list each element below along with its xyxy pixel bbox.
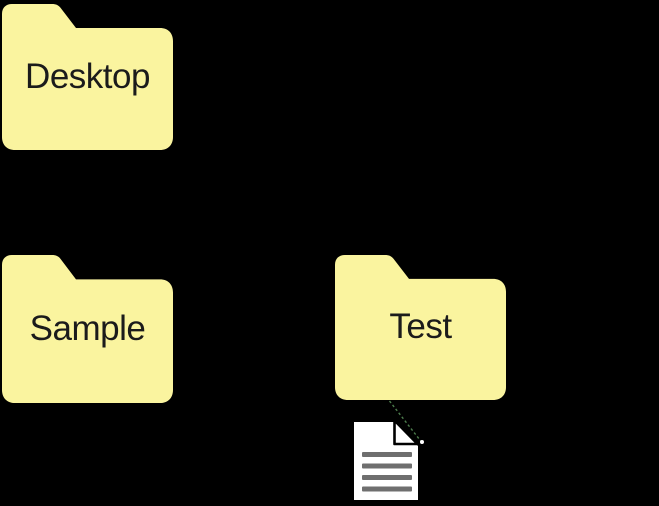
folder-icon xyxy=(2,4,173,150)
document-text-line xyxy=(362,486,412,492)
connector-line xyxy=(388,400,423,443)
document-icon[interactable] xyxy=(348,398,430,506)
folder-test-label: Test xyxy=(389,307,452,346)
folder-desktop[interactable]: Desktop xyxy=(2,2,173,150)
document-text-line xyxy=(362,463,412,469)
folder-shape xyxy=(2,4,173,150)
folder-desktop-label: Desktop xyxy=(25,56,150,96)
folder-sample[interactable]: Sample xyxy=(2,253,173,403)
folder-test[interactable]: Test xyxy=(335,253,506,400)
document-text-lines xyxy=(362,452,412,492)
folder-shape xyxy=(335,254,506,400)
connector-endpoint-dot xyxy=(420,440,424,444)
document-icon-svg xyxy=(354,400,424,500)
document-text-line xyxy=(362,475,412,480)
document-text-line xyxy=(362,452,412,457)
folder-shape xyxy=(2,255,173,403)
folder-icon xyxy=(335,254,506,400)
folder-sample-label: Sample xyxy=(29,308,146,348)
folder-icon xyxy=(2,255,173,403)
document-fold xyxy=(393,419,419,446)
